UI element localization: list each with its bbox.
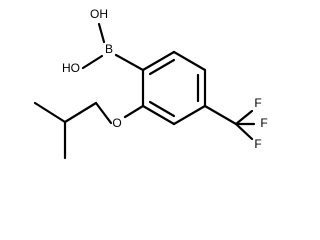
ring-double-bond-inner-1 [148,58,176,76]
bond-ch2-ch [63,101,98,124]
fluorine-bottom-label: F [254,137,261,151]
fluorine-right-label: F [260,116,267,130]
boron-label: B [105,42,113,56]
bond-oh-top-boron [97,22,106,44]
structure-canvas: OH HO B O F F F [33,7,268,160]
ring-bond-c2-c3 [172,50,207,72]
bond-ring-oxygen [123,104,145,119]
chemical-structure: OH HO B O F F F [33,7,268,160]
ring-bond-c4-c5 [172,104,207,126]
bond-oh-left-boron [81,54,104,70]
oh-left-label: HO [62,61,80,75]
bond-cf3-f-top [234,109,254,126]
oxygen-label: O [112,116,121,130]
bond-oxygen-ch2 [94,101,113,125]
bond-cf3-f-bottom [234,122,254,141]
ring-bond-c5-c6 [141,104,176,126]
bond-ch-methyl-top [33,101,67,124]
bond-ring-cf3 [203,104,238,126]
oh-top-label: OH [90,7,108,21]
fluorine-top-label: F [254,96,261,110]
ring-double-bond-inner-3 [148,100,176,118]
bond-boron-ring [114,53,145,72]
ring-bond-c1-c2 [141,50,176,72]
